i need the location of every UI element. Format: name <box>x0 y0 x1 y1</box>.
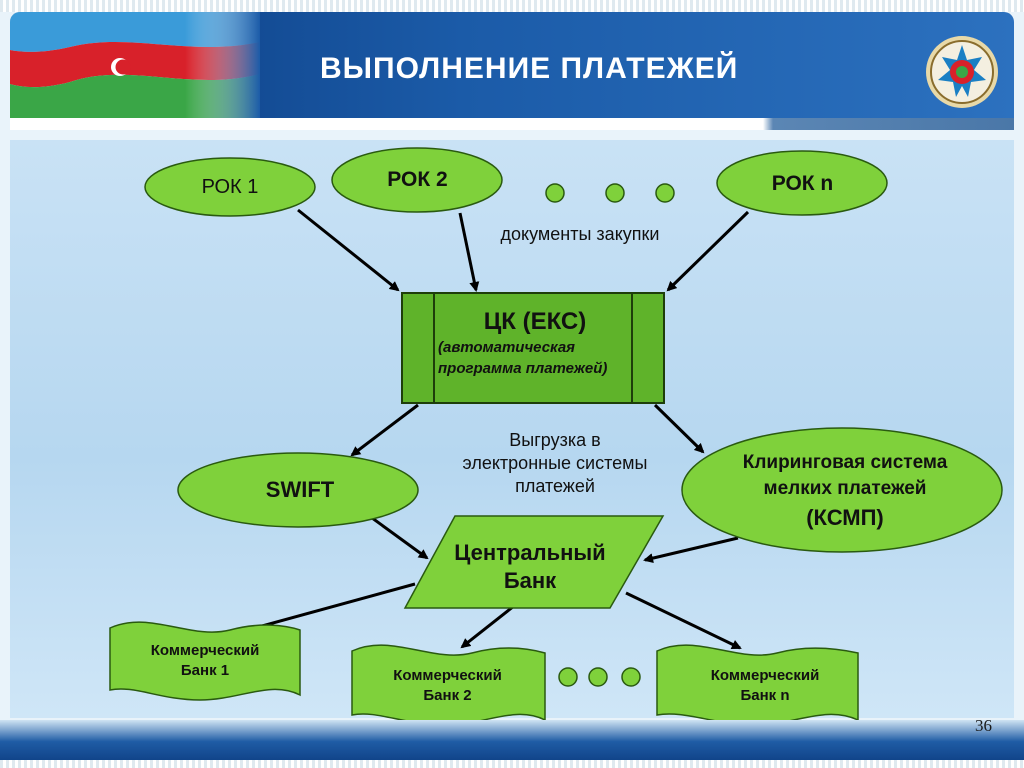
arrow-rokn-to-ck <box>666 210 750 292</box>
slide-number: 36 <box>975 716 992 735</box>
node-ksmp <box>681 427 1003 553</box>
node-ck <box>401 292 665 404</box>
ck-title: ЦК (ЕКС) <box>483 308 587 335</box>
docs-label: документы закупки <box>500 224 660 244</box>
arrow-rok1-to-ck <box>297 208 400 292</box>
kb2-label-line2: Банк 2 <box>423 687 472 704</box>
ellipsis-dot <box>621 667 641 687</box>
footer-stripe <box>0 760 1024 768</box>
node-central-bank <box>403 515 665 609</box>
ellipsis-dot <box>605 183 625 203</box>
header-bar: ВЫПОЛНЕНИЕ ПЛАТЕЖЕЙ <box>10 12 1014 118</box>
ck-subtitle-2: программа платежей) <box>438 360 608 377</box>
rokn-label: РОК n <box>771 172 834 195</box>
ksmp-label-line3: (КСМП) <box>806 505 884 530</box>
arrow-swift-to-cb <box>367 513 429 560</box>
ellipsis-dot <box>655 183 675 203</box>
header-underline <box>10 118 1014 130</box>
arrow-ck-to-swift <box>350 403 419 457</box>
rok1-label: РОК 1 <box>201 176 259 198</box>
arrow-cb-to-kbn <box>625 591 742 650</box>
ck-subtitle-1: (автоматическая <box>438 339 576 356</box>
kb1-label-line1: Коммерческий <box>150 642 260 659</box>
ellipsis-dot <box>558 667 578 687</box>
cb-label-line2: Банк <box>503 568 557 593</box>
cb-label-line1: Центральный <box>454 540 606 565</box>
arrow-ck-to-ksmp <box>653 403 705 454</box>
ksmp-label-line2: мелких платежей <box>763 478 927 499</box>
emblem-icon <box>926 36 998 108</box>
kbn-label-line2: Банк n <box>740 687 790 704</box>
kb1-label-line2: Банк 1 <box>180 662 230 679</box>
arrow-rok2-to-ck <box>458 212 480 292</box>
kbn-label-line1: Коммерческий <box>710 667 820 684</box>
rok2-label: РОК 2 <box>387 168 448 191</box>
upload-label-line3: платежей <box>515 476 595 496</box>
node-rok1 <box>144 157 316 217</box>
upload-label-line1: Выгрузка в <box>509 430 601 450</box>
ksmp-label-line1: Клиринговая система <box>742 452 948 473</box>
node-rokn <box>716 150 888 216</box>
swift-label: SWIFT <box>265 477 335 502</box>
upload-label-line2: электронные системы <box>462 453 648 473</box>
node-kb1 <box>109 621 301 701</box>
node-swift <box>177 452 419 528</box>
page-title: ВЫПОЛНЕНИЕ ПЛАТЕЖЕЙ <box>320 52 739 85</box>
kb2-label-line1: Коммерческий <box>393 667 502 684</box>
arrow-ksmp-to-cb <box>643 536 739 564</box>
node-kbn <box>656 644 859 726</box>
arrow-cb-to-kb2 <box>460 604 515 649</box>
top-stripe <box>0 0 1024 12</box>
node-rok2 <box>331 147 503 213</box>
node-kb2 <box>351 644 546 726</box>
ellipsis-dot <box>588 667 608 687</box>
ellipsis-dot <box>545 183 565 203</box>
footer-bar <box>0 720 1024 768</box>
azerbaijan-flag-icon <box>10 12 260 118</box>
